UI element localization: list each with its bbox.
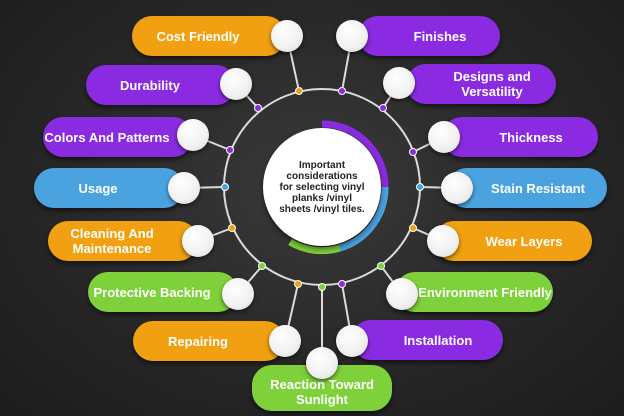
ring-dot (409, 224, 417, 232)
connector-knob (271, 20, 303, 52)
factor-pill: Colors And Patterns (43, 117, 193, 157)
connector-knob (336, 20, 368, 52)
center-arc-green (288, 238, 342, 255)
connector-knob (220, 68, 252, 100)
factor-label: Cost Friendly (156, 28, 240, 44)
center-arc-purple (321, 120, 389, 188)
connector-knob (222, 278, 254, 310)
factor-pill: Finishes (358, 16, 500, 56)
connector-knob (427, 225, 459, 257)
factor-pill: Stain Resistant (447, 168, 607, 208)
factor-label: Protective Backing (93, 284, 211, 300)
factor-label: Finishes (413, 28, 467, 44)
factor-pill: Environment Friendly (395, 272, 553, 312)
factor-label: Stain Resistant (491, 180, 585, 196)
factor-label: Reaction Toward Sunlight (270, 377, 374, 407)
factor-pill: Thickness (442, 117, 598, 157)
factor-label: Environment Friendly (418, 284, 552, 300)
ring-dot (416, 183, 424, 191)
factor-pill: Cost Friendly (132, 16, 286, 56)
factor-label: Repairing (168, 333, 228, 349)
connector-knob (383, 67, 415, 99)
factor-label: Designs and Versatility (453, 69, 531, 99)
factor-label: Cleaning And Maintenance (70, 226, 154, 256)
connector-knob (168, 172, 200, 204)
connector-knob (386, 278, 418, 310)
ring-dot (258, 262, 266, 270)
ring-dot (338, 280, 346, 288)
ring-dot (226, 146, 234, 154)
connector-knob (269, 325, 301, 357)
factor-pill: Reaction Toward Sunlight (252, 365, 392, 411)
center-circle: Important considerations for selecting v… (263, 128, 381, 246)
factor-pill: Durability (86, 65, 236, 105)
connector-knob (306, 347, 338, 379)
connector-knob (177, 119, 209, 151)
center-arc-blue (338, 186, 389, 252)
factor-pill: Cleaning And Maintenance (48, 221, 198, 261)
ring-dot (409, 148, 417, 156)
connector-knob (336, 325, 368, 357)
ring-dot (221, 183, 229, 191)
center-text: Important considerations for selecting v… (279, 159, 365, 215)
factor-label: Wear Layers (485, 233, 563, 249)
factor-pill: Repairing (133, 321, 285, 361)
factor-pill: Installation (351, 320, 503, 360)
ring-dot (295, 87, 303, 95)
factor-label: Thickness (499, 129, 563, 145)
connector-knob (428, 121, 460, 153)
ring-dot (379, 104, 387, 112)
ring-dot (318, 283, 326, 291)
ring-dot (294, 280, 302, 288)
ring-dot (254, 104, 262, 112)
connector-knob (441, 172, 473, 204)
factor-label: Colors And Patterns (44, 129, 170, 145)
factor-label: Usage (78, 180, 118, 196)
factor-pill: Protective Backing (88, 272, 238, 312)
ring-dot (377, 262, 385, 270)
connector-knob (182, 225, 214, 257)
factor-pill: Usage (34, 168, 184, 208)
ring-dot (338, 87, 346, 95)
factor-pill: Wear Layers (434, 221, 592, 261)
ring-dot (228, 224, 236, 232)
factor-label: Durability (120, 77, 180, 93)
factor-label: Installation (403, 332, 473, 348)
factor-pill: Designs and Versatility (406, 64, 556, 104)
